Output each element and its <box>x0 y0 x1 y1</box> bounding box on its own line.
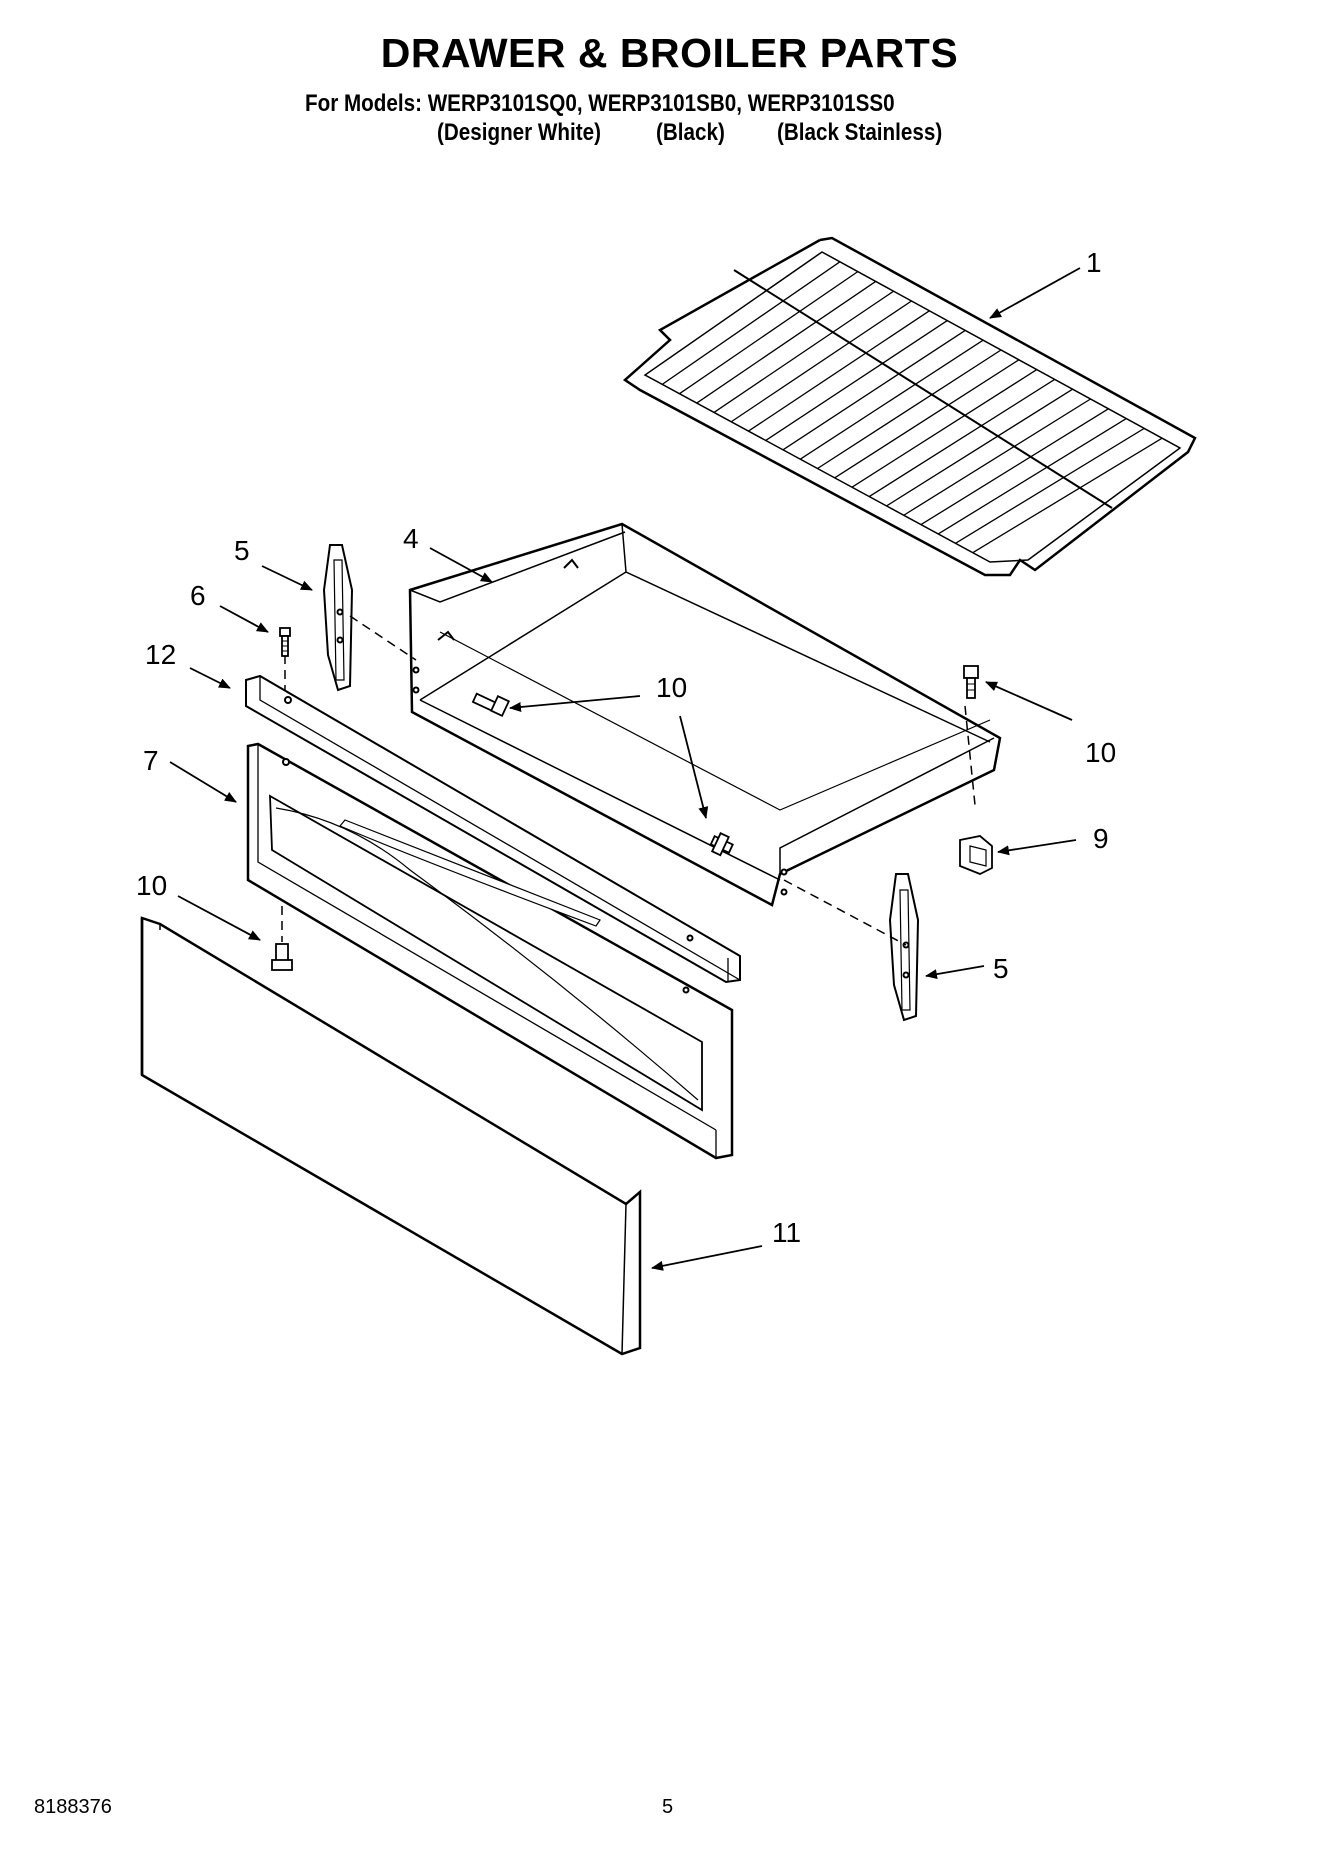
callout-5-left: 5 <box>234 535 250 566</box>
rack-wire <box>834 359 1020 479</box>
callout-9: 9 <box>1093 823 1109 854</box>
variant-black-stainless: (Black Stainless) <box>777 119 943 146</box>
rack-wire <box>868 378 1056 498</box>
rack-wire <box>765 320 948 441</box>
rack-wire <box>799 339 984 460</box>
rack-wire <box>972 437 1163 554</box>
rack-wire <box>661 261 841 385</box>
drawer-front <box>140 916 642 1356</box>
screw-6-icon <box>279 627 291 657</box>
page-title: DRAWER & BROILER PARTS <box>380 30 959 76</box>
right-drawer-glide <box>888 873 920 1022</box>
models-line: For Models: WERP3101SQ0, WERP3101SB0, WE… <box>305 90 895 117</box>
callout-10-right: 10 <box>1085 737 1116 768</box>
rack-wire <box>920 408 1109 526</box>
rack-wire <box>730 300 912 423</box>
callout-5-right: 5 <box>993 953 1009 984</box>
screw-10-right-icon <box>963 665 979 699</box>
callout-7: 7 <box>143 745 159 776</box>
rack-wire <box>713 290 894 413</box>
leader-arrows <box>169 267 1081 1271</box>
rack-wire <box>696 280 877 404</box>
callout-11: 11 <box>772 1217 801 1248</box>
clip-9-icon <box>959 835 993 875</box>
callout-12: 12 <box>145 639 176 670</box>
rack-wire <box>817 349 1002 470</box>
drawer-panel <box>246 742 734 1160</box>
rack-wire <box>748 310 930 432</box>
callout-1: 1 <box>1086 247 1102 278</box>
callout-6: 6 <box>190 580 206 611</box>
screw-10-left-icon <box>471 692 511 717</box>
page-number: 5 <box>662 1796 674 1818</box>
screw-10-center-icon <box>709 832 734 857</box>
rack-wire <box>903 398 1091 516</box>
left-drawer-glide <box>322 544 354 692</box>
rack-wire <box>955 427 1145 544</box>
variant-black: (Black) <box>656 119 725 146</box>
rack-wire <box>937 418 1127 535</box>
callout-10-lower: 10 <box>136 870 167 901</box>
callout-4: 4 <box>403 523 419 554</box>
alignment-lines <box>281 615 976 946</box>
document-number: 8188376 <box>34 1796 112 1818</box>
variant-designer-white: (Designer White) <box>437 119 601 146</box>
rack-wire <box>851 369 1038 488</box>
rack-wire <box>679 271 859 395</box>
callout-10-center: 10 <box>656 672 687 703</box>
screw-10-lower-icon <box>271 943 293 971</box>
drawer-front-bracket <box>245 674 741 984</box>
rack-wire <box>782 329 966 451</box>
broiler-rack <box>622 236 1197 577</box>
rack-wire <box>886 388 1073 507</box>
